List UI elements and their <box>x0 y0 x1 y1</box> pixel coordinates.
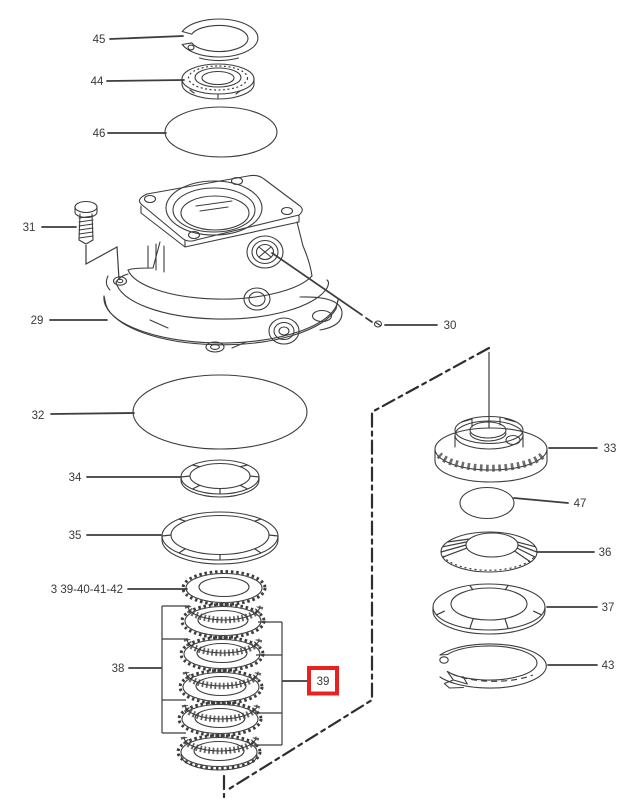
part-31-bolt-drawing <box>74 200 120 280</box>
leader-line-32 <box>50 412 135 415</box>
callout-45[interactable]: 45 <box>93 34 184 46</box>
part-47-disc-drawing <box>459 486 515 520</box>
part-label-36[interactable]: 36 <box>599 547 612 559</box>
part-label-44[interactable]: 44 <box>91 76 104 88</box>
part-label-34[interactable]: 34 <box>69 472 82 484</box>
part-label-31[interactable]: 31 <box>23 222 36 234</box>
callout-33[interactable]: 33 <box>548 443 617 455</box>
part-label-33[interactable]: 33 <box>604 443 617 455</box>
callout-group-39-40-41-42[interactable]: 3 39-40-41-42 <box>51 584 188 596</box>
callout-43[interactable]: 43 <box>547 660 615 672</box>
leader-line-45 <box>109 35 184 40</box>
part-43-snap-ring-drawing <box>439 643 547 689</box>
clutch-plate-stack-drawing <box>161 570 283 771</box>
part-37-washer-drawing <box>432 583 546 635</box>
callout-34[interactable]: 34 <box>69 472 181 484</box>
callout-29[interactable]: 29 <box>31 315 108 327</box>
assembly-centerline <box>222 346 491 799</box>
clutch-disc <box>177 701 263 755</box>
part-label-35[interactable]: 35 <box>69 530 82 542</box>
part-34-ring-drawing <box>180 459 260 498</box>
callout-38[interactable]: 38 <box>112 663 162 675</box>
part-label-32[interactable]: 32 <box>32 410 45 422</box>
callout-44[interactable]: 44 <box>91 76 185 88</box>
callout-46[interactable]: 46 <box>93 128 167 140</box>
part-33-hub-drawing <box>434 415 548 483</box>
part-label-45[interactable]: 45 <box>93 34 106 46</box>
part-45-retaining-ring-drawing <box>181 18 259 62</box>
callout-39-highlighted[interactable]: 39 <box>282 666 339 696</box>
part-44-bearing-drawing <box>181 63 255 100</box>
leader-line-44 <box>106 79 185 82</box>
clutch-disc <box>181 570 267 624</box>
callout-36[interactable]: 36 <box>537 547 612 559</box>
part-36-spring-washer-drawing <box>440 531 538 573</box>
callout-32[interactable]: 32 <box>32 410 135 422</box>
callout-31[interactable]: 31 <box>23 222 77 234</box>
bracket-39 <box>254 621 283 746</box>
part-label-46[interactable]: 46 <box>93 128 106 140</box>
highlight-box-39[interactable] <box>307 666 339 696</box>
part-35-ring-drawing <box>161 511 279 565</box>
part-label-29[interactable]: 29 <box>31 315 44 327</box>
part-label-39[interactable]: 39 <box>317 676 330 688</box>
leader-line-47 <box>513 497 569 504</box>
part-32-disc-drawing <box>132 374 308 450</box>
part-label-30[interactable]: 30 <box>444 320 457 332</box>
callout-47[interactable]: 47 <box>513 497 587 510</box>
callout-37[interactable]: 37 <box>546 602 615 614</box>
clutch-disc <box>176 734 262 771</box>
part-label-group[interactable]: 3 39-40-41-42 <box>51 584 123 596</box>
clutch-disc <box>180 603 266 657</box>
part-29-housing-drawing <box>103 174 343 353</box>
bracket-38 <box>161 605 190 734</box>
part-label-43[interactable]: 43 <box>602 660 615 672</box>
screw-30-glyph <box>373 320 383 328</box>
callout-30[interactable]: 30 <box>271 252 457 332</box>
part-label-38[interactable]: 38 <box>112 663 125 675</box>
clutch-disc <box>179 636 265 690</box>
part-label-47[interactable]: 47 <box>574 498 587 510</box>
clutch-disc <box>178 669 264 723</box>
pointer-line-30 <box>271 252 373 323</box>
callout-35[interactable]: 35 <box>69 530 162 542</box>
part-label-37[interactable]: 37 <box>602 602 615 614</box>
part-46-disc-drawing <box>164 106 278 158</box>
